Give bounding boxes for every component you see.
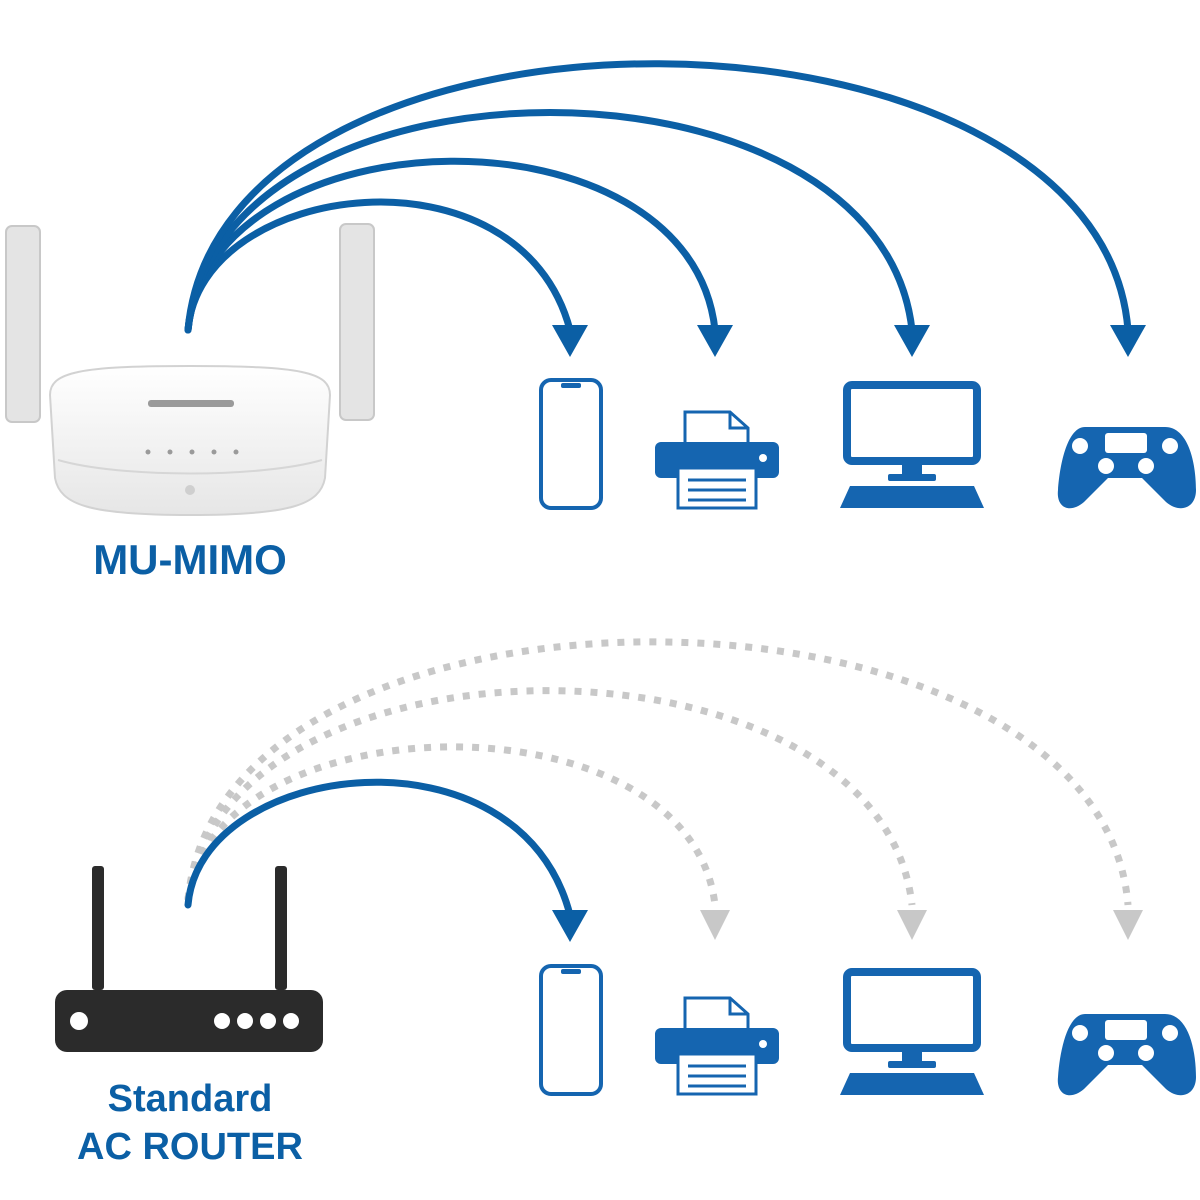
bottom-devices bbox=[539, 964, 1196, 1096]
standard-dotted-arcs bbox=[184, 638, 1132, 906]
router-led-4 bbox=[283, 1013, 299, 1029]
router-led-5 bbox=[233, 449, 239, 455]
gamepad-icon bbox=[1057, 1014, 1196, 1096]
router-logo bbox=[148, 400, 234, 407]
router-antenna-right bbox=[275, 866, 287, 990]
dotted-arc-to-gamepad bbox=[184, 638, 1132, 906]
gamepad-icon bbox=[1057, 427, 1196, 509]
router-antenna-right bbox=[339, 223, 375, 421]
router-led-3 bbox=[189, 449, 195, 455]
dotted-arrowhead-desktop bbox=[897, 910, 927, 940]
printer-icon bbox=[655, 996, 779, 1096]
arc-to-desktop bbox=[184, 109, 916, 334]
standard-dotted-arrowheads bbox=[700, 910, 1143, 940]
top-devices bbox=[539, 378, 1196, 510]
router-led-2 bbox=[237, 1013, 253, 1029]
desktop-monitor-icon bbox=[840, 968, 984, 1095]
dotted-arrowhead-printer bbox=[700, 910, 730, 940]
white-mu-mimo-router-icon bbox=[5, 223, 375, 517]
standard-label-line2: AC ROUTER bbox=[77, 1126, 303, 1168]
router-body bbox=[48, 364, 332, 517]
mu-mimo-arrowheads bbox=[552, 325, 1146, 357]
black-standard-router-icon bbox=[55, 866, 323, 1052]
printer-icon bbox=[655, 410, 779, 510]
arrowhead-desktop bbox=[894, 325, 930, 357]
router-led-4 bbox=[211, 449, 217, 455]
router-antenna-left bbox=[92, 866, 104, 990]
solid-arrowhead-smartphone bbox=[552, 910, 588, 942]
router-ridge bbox=[57, 459, 323, 475]
arrowhead-smartphone bbox=[552, 325, 588, 357]
router-power-led bbox=[70, 1012, 88, 1030]
router-antenna-left bbox=[5, 225, 41, 423]
smartphone-icon bbox=[539, 964, 603, 1096]
router-led-3 bbox=[260, 1013, 276, 1029]
arc-to-gamepad bbox=[184, 60, 1132, 334]
standard-solid-arc bbox=[184, 778, 588, 942]
arc-to-smartphone bbox=[184, 198, 574, 334]
arrowhead-printer bbox=[697, 325, 733, 357]
router-led-1 bbox=[214, 1013, 230, 1029]
dotted-arc-to-printer bbox=[184, 743, 719, 906]
router-body bbox=[55, 990, 323, 1052]
arrowhead-gamepad bbox=[1110, 325, 1146, 357]
router-led-1 bbox=[145, 449, 151, 455]
mu-mimo-arcs bbox=[184, 60, 1132, 334]
mu-mimo-label: MU-MIMO bbox=[93, 536, 287, 583]
arc-to-printer bbox=[184, 157, 719, 334]
smartphone-icon bbox=[539, 378, 603, 510]
desktop-monitor-icon bbox=[840, 381, 984, 508]
solid-arc-to-smartphone bbox=[184, 778, 574, 919]
router-button bbox=[185, 485, 195, 495]
router-led-2 bbox=[167, 449, 173, 455]
dotted-arrowhead-gamepad bbox=[1113, 910, 1143, 940]
standard-label-line1: Standard bbox=[107, 1078, 273, 1120]
